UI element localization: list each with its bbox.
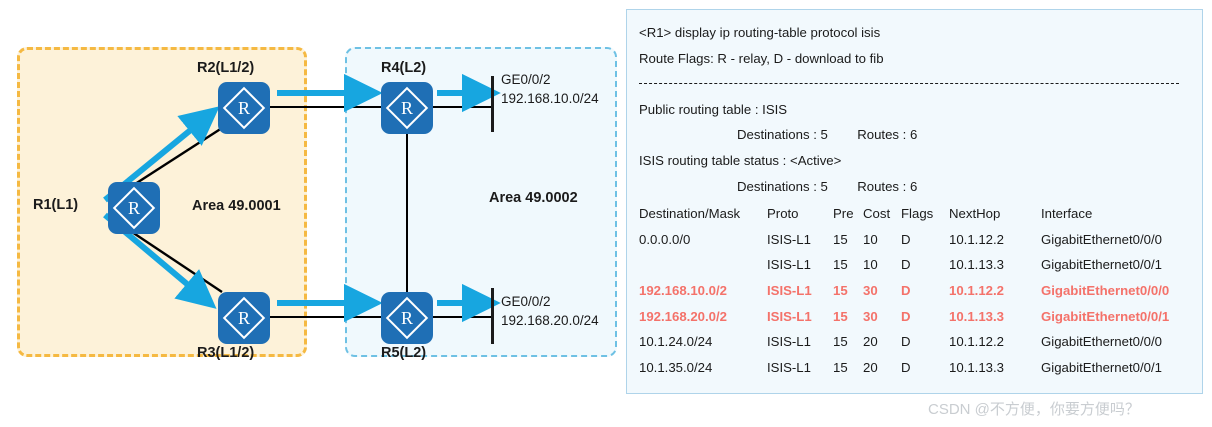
cell-destination: 10.1.35.0/24	[639, 359, 713, 375]
iface-bar-bottom	[491, 288, 494, 344]
link-r3-r5	[268, 316, 383, 319]
cell-nexthop: 10.1.13.3	[949, 308, 1004, 324]
cell-proto: ISIS-L1	[767, 334, 811, 350]
cli-public-counts: Destinations : 5 Routes : 6	[737, 127, 918, 143]
cell-pre: 15	[833, 334, 848, 350]
cell-flags: D	[901, 282, 911, 298]
cell-interface: GigabitEthernet0/0/0	[1041, 334, 1162, 350]
column-header-cost: Cost	[863, 206, 891, 222]
cell-proto: ISIS-L1	[767, 231, 811, 247]
router-label-r5: R5(L2)	[381, 345, 427, 361]
cell-proto: ISIS-L1	[767, 308, 812, 324]
cell-nexthop: 10.1.12.2	[949, 231, 1004, 247]
cell-pre: 15	[833, 282, 848, 298]
cell-proto: ISIS-L1	[767, 359, 811, 375]
router-glyph: R	[400, 98, 413, 118]
cell-cost: 30	[863, 282, 878, 298]
cli-output-panel: <R1> display ip routing-table protocol i…	[626, 9, 1203, 394]
cell-pre: 15	[833, 231, 848, 247]
cell-destination: 10.1.24.0/24	[639, 334, 713, 350]
router-label-r2: R2(L1/2)	[197, 60, 255, 76]
cell-nexthop: 10.1.12.2	[949, 282, 1004, 298]
router-glyph: R	[400, 308, 413, 328]
router-label-r3: R3(L1/2)	[197, 345, 255, 361]
table-row: 192.168.20.0/2 ISIS-L1 15 30 D 10.1.13.3 Gigab…	[627, 304, 1202, 330]
cell-destination: 0.0.0.0/0	[639, 231, 691, 247]
cli-route-flags: Route Flags: R - relay, D - download to …	[639, 50, 884, 66]
cli-prompt-line: <R1> display ip routing-table protocol i…	[639, 25, 881, 40]
table-row: 10.1.24.0/24 ISIS-L1 15 20 D 10.1.12.2 Gigabit…	[627, 329, 1202, 355]
iface-bar-top	[491, 76, 494, 132]
table-row: 192.168.10.0/2 ISIS-L1 15 30 D 10.1.12.2 Gigab…	[627, 278, 1202, 304]
column-header-destination: Destination/Mask	[639, 206, 741, 222]
cell-cost: 20	[863, 334, 878, 350]
router-r4[interactable]: R	[381, 82, 433, 134]
column-header-nexthop: NextHop	[949, 206, 1001, 222]
router-glyph: R	[127, 198, 140, 218]
cell-cost: 30	[863, 308, 878, 324]
router-r1[interactable]: R	[108, 182, 160, 234]
router-r5[interactable]: R	[381, 292, 433, 344]
link-r4-r5	[406, 132, 409, 294]
cli-status-line: ISIS routing table status : <Active>	[639, 152, 842, 168]
interface-port-bottom: GE0/0/2	[501, 294, 551, 309]
cell-nexthop: 10.1.13.3	[949, 257, 1004, 273]
cell-nexthop: 10.1.12.2	[949, 334, 1004, 350]
table-row: 0.0.0.0/0 ISIS-L1 15 10 D 10.1.12.2 GigabitEth…	[627, 227, 1202, 253]
cell-proto: ISIS-L1	[767, 257, 811, 273]
cell-cost: 10	[863, 257, 878, 273]
cell-proto: ISIS-L1	[767, 282, 812, 298]
router-r3[interactable]: R	[218, 292, 270, 344]
area-label-49-0001: Area 49.0001	[192, 198, 281, 214]
interface-network-bottom: 192.168.20.0/24	[501, 313, 599, 328]
interface-annotation-bottom: GE0/0/2 192.168.20.0/24	[501, 292, 599, 330]
area-label-49-0002: Area 49.0002	[489, 190, 578, 206]
routing-table: Destination/Mask Proto Pre Cost Flags Ne…	[627, 201, 1202, 380]
cell-flags: D	[901, 308, 911, 324]
interface-network-top: 192.168.10.0/24	[501, 91, 599, 106]
link-r2-r4	[268, 106, 383, 109]
network-topology-diagram: R R R R R R1(L1) R2(L1/2) R3(L1/2) R4(L2…	[17, 47, 617, 361]
cell-nexthop: 10.1.13.3	[949, 359, 1004, 375]
cell-destination: 192.168.20.0/2	[639, 308, 727, 324]
cell-pre: 15	[833, 308, 848, 324]
cell-pre: 15	[833, 359, 848, 375]
cell-interface: GigabitEthernet0/0/0	[1041, 231, 1162, 247]
router-label-r4: R4(L2)	[381, 60, 427, 76]
link-r4-ge002	[431, 106, 493, 109]
cell-destination	[639, 252, 767, 278]
interface-port-top: GE0/0/2	[501, 72, 551, 87]
table-row: ISIS-L1 15 10 D 10.1.13.3 GigabitEthernet0/0/…	[627, 252, 1202, 278]
table-row: 10.1.35.0/24 ISIS-L1 15 20 D 10.1.13.3 Gigabit…	[627, 355, 1202, 381]
table-header-row: Destination/Mask Proto Pre Cost Flags Ne…	[627, 201, 1202, 227]
cli-public-table: Public routing table : ISIS	[639, 101, 788, 117]
cell-flags: D	[901, 359, 911, 375]
router-label-r1: R1(L1)	[33, 197, 79, 213]
interface-annotation-top: GE0/0/2 192.168.10.0/24	[501, 70, 599, 108]
router-r2[interactable]: R	[218, 82, 270, 134]
watermark: CSDN @不方便，你要方便吗？	[928, 401, 1140, 418]
cell-cost: 20	[863, 359, 878, 375]
cell-cost: 10	[863, 231, 878, 247]
router-glyph: R	[237, 308, 250, 328]
column-header-interface: Interface	[1041, 206, 1093, 222]
cell-flags: D	[901, 257, 911, 273]
link-r5-ge002	[431, 316, 493, 319]
column-header-proto: Proto	[767, 206, 799, 222]
column-header-flags: Flags	[901, 206, 934, 222]
cli-separator	[627, 71, 1202, 97]
cell-interface: GigabitEthernet0/0/0	[1041, 282, 1170, 298]
cli-status-counts: Destinations : 5 Routes : 6	[737, 178, 918, 194]
cell-flags: D	[901, 334, 911, 350]
cell-interface: GigabitEthernet0/0/1	[1041, 359, 1162, 375]
column-header-pre: Pre	[833, 206, 854, 222]
cell-destination: 192.168.10.0/2	[639, 282, 727, 298]
cell-interface: GigabitEthernet0/0/1	[1041, 308, 1170, 324]
router-glyph: R	[237, 98, 250, 118]
cell-pre: 15	[833, 257, 848, 273]
cell-interface: GigabitEthernet0/0/1	[1041, 257, 1162, 273]
cell-flags: D	[901, 231, 911, 247]
